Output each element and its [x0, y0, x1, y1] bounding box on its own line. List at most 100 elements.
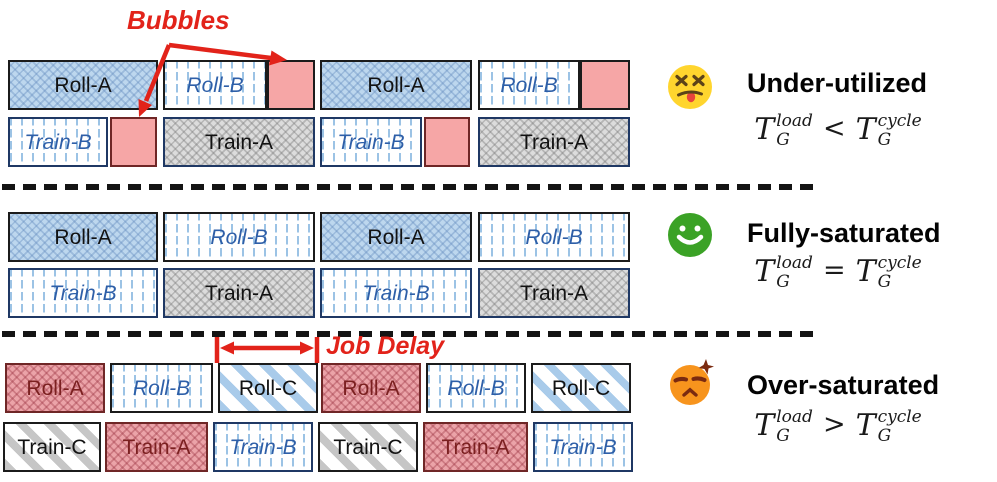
formula-term: T cycle G	[855, 111, 922, 150]
bubble-block	[110, 117, 157, 167]
block-train-a: Train-A	[478, 117, 630, 167]
block-roll-b: Roll-B	[426, 363, 526, 413]
annoyed-face-icon	[666, 359, 714, 407]
formula-base: T	[754, 112, 775, 147]
block-label: Train-B	[337, 130, 405, 154]
block-label: Roll-A	[342, 376, 400, 400]
block-train-b: Train-B	[8, 268, 158, 318]
block-train-a: Train-A	[163, 117, 315, 167]
block-label: Train-C	[333, 435, 403, 459]
block-roll-a: Roll-A	[320, 60, 472, 110]
block-label: Roll-B	[525, 225, 583, 249]
block-label: Roll-C	[551, 376, 611, 400]
block-train-b: Train-B	[320, 117, 422, 167]
block-label: Roll-B	[186, 73, 244, 97]
formula-superscript: load	[776, 253, 813, 273]
block-label: Train-A	[519, 130, 589, 154]
formula-relation: >	[822, 408, 846, 440]
block-label: Roll-B	[132, 376, 191, 400]
block-train-b: Train-B	[213, 422, 313, 472]
happy-face-icon	[666, 211, 714, 259]
block-label: Train-C	[17, 435, 87, 459]
over-saturated-row: Roll-A Roll-B Roll-C Roll-A Roll-B Roll-C	[0, 363, 660, 413]
formula-superscript: load	[776, 111, 813, 131]
job-delay-arrow-icon	[214, 337, 320, 363]
block-train-a: Train-A	[478, 268, 630, 318]
formula-superscript: cycle	[877, 407, 922, 427]
section-separator	[2, 331, 814, 337]
block-roll-a: Roll-A	[5, 363, 105, 413]
formula-relation: <	[822, 112, 846, 144]
over-saturated-title: Over-saturated	[747, 370, 940, 400]
formula-subscript: G	[877, 426, 892, 446]
block-train-c: Train-C	[318, 422, 418, 472]
under-utilized-formula: T load G < T cycle G	[688, 111, 988, 150]
formula-subscript: G	[877, 272, 892, 292]
formula-term: T cycle G	[855, 253, 922, 292]
under-utilized-title: Under-utilized	[747, 68, 927, 98]
bubbles-annotation-label: Bubbles	[127, 5, 230, 35]
block-label: Train-A	[204, 130, 274, 154]
fully-saturated-formula: T load G = T cycle G	[688, 253, 988, 292]
block-roll-a: Roll-A	[321, 363, 421, 413]
block-roll-c: Roll-C	[531, 363, 631, 413]
block-roll-a: Roll-A	[320, 212, 472, 262]
block-roll-a: Roll-A	[8, 60, 158, 110]
fully-saturated-title: Fully-saturated	[747, 218, 941, 248]
fully-saturated-row: Roll-A Roll-B Roll-A Roll-B	[0, 212, 660, 262]
block-train-b: Train-B	[8, 117, 108, 167]
formula-term: T load G	[754, 253, 813, 292]
fully-saturated-row: Train-B Train-A Train-B Train-A	[0, 268, 660, 318]
block-label: Roll-A	[54, 225, 112, 249]
under-utilized-row: Roll-A Roll-B Roll-A Roll-B	[0, 60, 660, 110]
formula-base: T	[855, 254, 876, 289]
block-label: Roll-B	[447, 376, 505, 400]
block-roll-c: Roll-C	[218, 363, 318, 413]
under-utilized-row: Train-B Train-A Train-B Train-A	[0, 117, 660, 167]
job-delay-annotation-label: Job Delay	[326, 332, 445, 360]
block-roll-b: Roll-B	[478, 212, 630, 262]
block-label: Roll-A	[26, 376, 84, 400]
block-label: Roll-B	[210, 225, 268, 249]
block-label: Train-A	[122, 435, 191, 459]
block-roll-a: Roll-A	[8, 212, 158, 262]
formula-subscript: G	[776, 426, 790, 446]
block-label: Roll-A	[367, 73, 425, 97]
formula-term: T load G	[754, 111, 813, 149]
block-label: Train-B	[49, 281, 117, 305]
block-label: Train-B	[229, 435, 297, 459]
formula-superscript: cycle	[877, 111, 922, 131]
formula-base: T	[754, 254, 775, 289]
block-train-a: Train-A	[105, 422, 208, 472]
formula-base: T	[754, 408, 775, 443]
formula-relation: =	[822, 254, 846, 286]
formula-base: T	[855, 408, 876, 443]
block-label: Roll-A	[367, 225, 425, 249]
block-roll-b: Roll-B	[110, 363, 213, 413]
formula-superscript: load	[776, 407, 813, 427]
block-label: Roll-B	[500, 73, 558, 97]
formula-term: T load G	[754, 407, 813, 446]
block-train-a: Train-A	[423, 422, 528, 472]
block-label: Train-A	[441, 435, 510, 459]
block-train-b: Train-B	[533, 422, 633, 472]
bubble-block	[267, 60, 315, 110]
formula-base: T	[855, 112, 876, 147]
formula-subscript: G	[877, 130, 892, 150]
block-label: Train-A	[204, 281, 274, 305]
block-train-a: Train-A	[163, 268, 315, 318]
block-train-b: Train-B	[320, 268, 472, 318]
over-saturated-formula: T load G > T cycle G	[688, 407, 988, 446]
bubble-block	[580, 60, 630, 110]
formula-superscript: cycle	[877, 253, 922, 273]
bubble-block	[424, 117, 470, 167]
block-label: Train-A	[519, 281, 589, 305]
block-roll-b: Roll-B	[163, 60, 267, 110]
block-roll-b: Roll-B	[478, 60, 580, 110]
block-label: Roll-A	[54, 73, 112, 97]
block-label: Roll-C	[238, 376, 298, 400]
formula-subscript: G	[776, 272, 790, 292]
tired-face-icon	[666, 63, 714, 111]
block-label: Train-B	[24, 130, 92, 154]
